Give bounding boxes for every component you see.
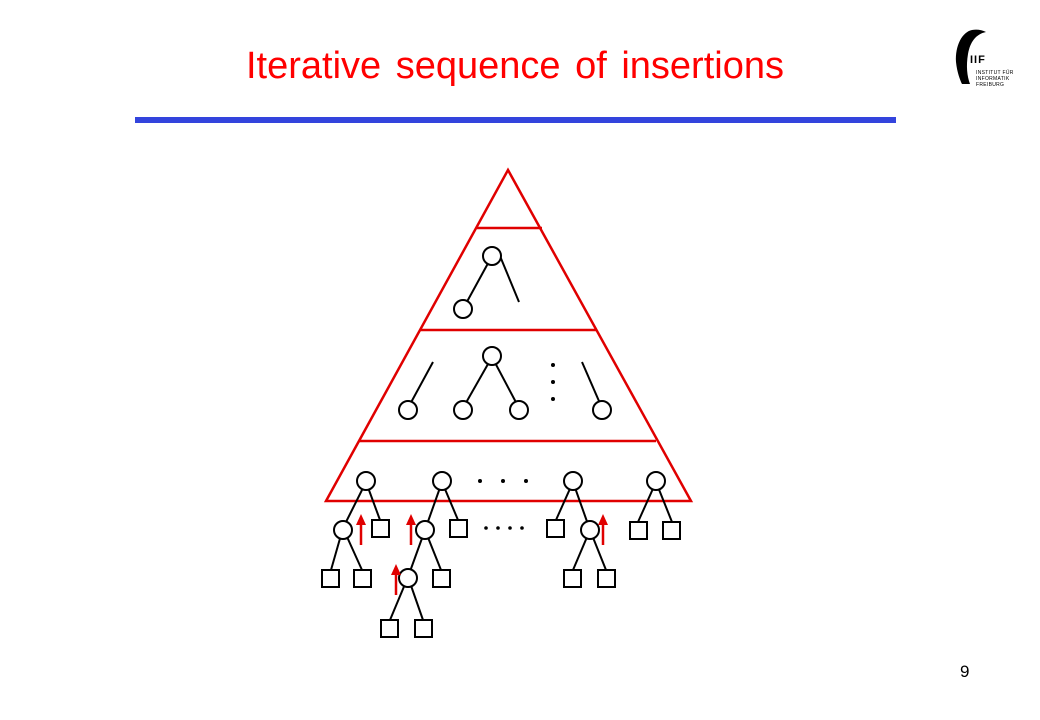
institute-logo-icon	[955, 29, 986, 84]
node-circle	[592, 400, 612, 420]
leaf-square	[353, 569, 372, 588]
ellipsis-dots	[478, 363, 555, 530]
logo-line-3: FREIBURG	[976, 82, 1005, 88]
leaf-square	[432, 569, 451, 588]
tree-nodes	[321, 246, 681, 638]
node-circle	[453, 400, 473, 420]
triangle-outline	[323, 167, 694, 503]
node-circle	[563, 471, 583, 491]
node-circle	[398, 400, 418, 420]
node-circle	[333, 520, 353, 540]
logo-line-2: INFORMATIK	[976, 76, 1010, 82]
leaf-square	[321, 569, 340, 588]
node-circle	[415, 520, 435, 540]
leaf-square	[546, 519, 565, 538]
leaf-square	[662, 521, 681, 540]
node-circle	[356, 471, 376, 491]
page-number: 9	[960, 662, 970, 681]
leaf-square	[371, 519, 390, 538]
node-circle	[509, 400, 529, 420]
leaf-square	[414, 619, 433, 638]
logo-line-1: INSTITUT FÜR	[976, 70, 1014, 76]
node-circle	[482, 246, 502, 266]
slide-title: Iterative sequence of insertions	[246, 45, 784, 87]
node-circle	[482, 346, 502, 366]
title-underline	[135, 117, 896, 123]
logo-mark: IIF	[970, 54, 986, 66]
leaf-square	[597, 569, 616, 588]
node-circle	[398, 568, 418, 588]
node-circle	[432, 471, 452, 491]
node-circle	[453, 299, 473, 319]
leaf-square	[449, 519, 468, 538]
heap-triangle	[323, 167, 694, 503]
node-circle	[580, 520, 600, 540]
insertion-arrows	[356, 514, 608, 595]
leaf-square	[380, 619, 399, 638]
leaf-square	[563, 569, 582, 588]
logo-text: INSTITUT FÜR INFORMATIK FREIBURG	[976, 70, 1014, 88]
node-circle	[646, 471, 666, 491]
leaf-square	[629, 521, 648, 540]
